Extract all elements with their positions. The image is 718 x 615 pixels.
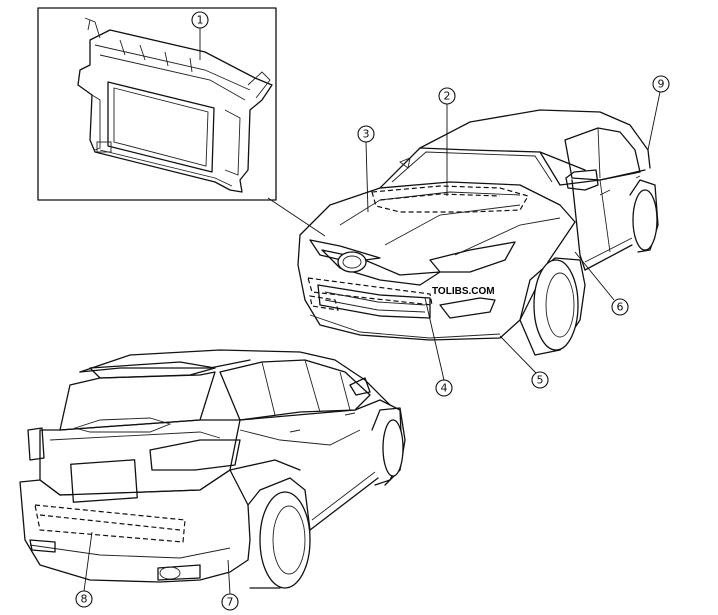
callout-5-label: 5 bbox=[537, 374, 544, 387]
callout-8-label: 8 bbox=[81, 593, 88, 606]
callout-5: 5 bbox=[499, 335, 549, 389]
callout-3: 3 bbox=[357, 125, 375, 213]
callout-9: 9 bbox=[647, 75, 670, 151]
inset-leader-line bbox=[267, 197, 326, 237]
callout-6-label: 6 bbox=[617, 301, 624, 314]
callout-6: 6 bbox=[574, 251, 629, 316]
callout-7: 7 bbox=[221, 559, 239, 611]
callout-2: 2 bbox=[438, 87, 456, 196]
rear-bumper-reinforcement-dashed bbox=[34, 504, 186, 543]
hood-insulator-dashed bbox=[371, 185, 529, 213]
callout-1-label: 1 bbox=[197, 14, 204, 27]
callout-1: 1 bbox=[191, 11, 209, 60]
callout-7-label: 7 bbox=[227, 596, 234, 609]
callout-2-label: 2 bbox=[444, 90, 451, 103]
front-vehicle-view bbox=[297, 109, 659, 356]
watermark-text: TOLIBS.COM bbox=[432, 286, 495, 297]
callout-8: 8 bbox=[75, 531, 93, 608]
radiator-support-inset bbox=[37, 7, 277, 201]
callout-3-label: 3 bbox=[363, 128, 370, 141]
callout-9-label: 9 bbox=[658, 78, 665, 91]
callout-4: 4 bbox=[424, 297, 453, 397]
rear-vehicle-view bbox=[19, 349, 406, 589]
bumper-reinforcement-dashed bbox=[307, 277, 433, 306]
callout-4-label: 4 bbox=[441, 382, 448, 395]
